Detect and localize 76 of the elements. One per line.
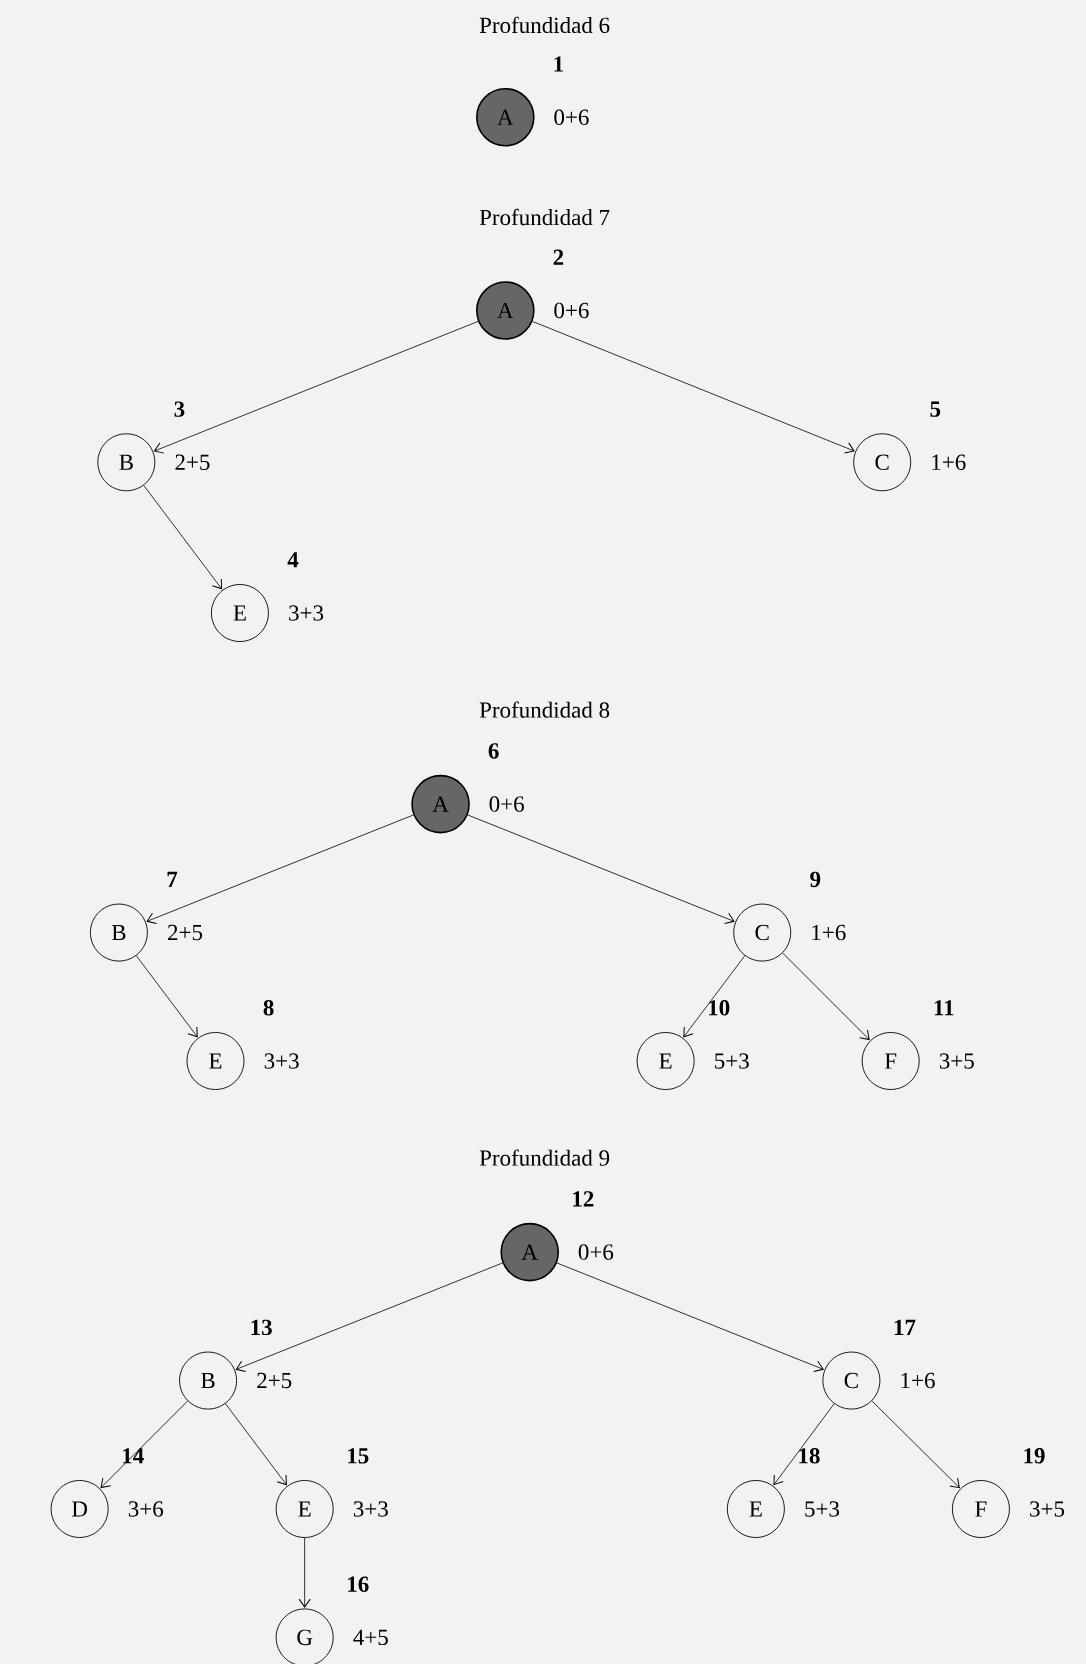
tree-node: A — [411, 774, 470, 834]
tree-node: E — [210, 584, 269, 642]
node-number: 6 — [488, 743, 499, 759]
arrow — [298, 1537, 311, 1608]
cost-label: 3+3 — [353, 1501, 388, 1517]
depth-heading: Profundidad 8 — [479, 701, 610, 718]
cost-label: 4+5 — [353, 1629, 388, 1646]
node-number: 8 — [263, 1000, 274, 1016]
tree-node: B — [179, 1351, 237, 1410]
arrow — [532, 321, 855, 454]
cost-label: 3+5 — [939, 1053, 974, 1069]
cost-label: 5+3 — [715, 1053, 749, 1069]
node-number: 1 — [554, 56, 563, 72]
cost-label: 2+5 — [175, 454, 210, 470]
node-number: 18 — [799, 1448, 820, 1464]
tree-node: D — [50, 1480, 109, 1538]
arrow — [235, 1262, 503, 1372]
tree-node: C — [853, 433, 912, 492]
arrow — [467, 814, 735, 924]
node-number: 19 — [1024, 1448, 1045, 1464]
cost-label: 5+3 — [805, 1501, 840, 1517]
tree-node: F — [951, 1480, 1010, 1538]
depth-heading: Profundidad 9 — [479, 1149, 610, 1166]
tree-node: C — [733, 903, 792, 962]
arrow — [135, 955, 198, 1038]
node-number: 15 — [348, 1448, 369, 1464]
cost-label: 3+3 — [264, 1053, 299, 1069]
cost-label: 1+6 — [932, 454, 966, 470]
tree-node: E — [275, 1480, 334, 1538]
arrow — [782, 952, 870, 1041]
cost-label: 1+6 — [901, 1372, 935, 1389]
tree-node: F — [861, 1032, 920, 1090]
cost-label: 1+6 — [812, 924, 846, 941]
node-number: 7 — [167, 871, 178, 887]
cost-label: 0+6 — [578, 1244, 614, 1260]
node-number: 5 — [930, 401, 941, 417]
node-number: 14 — [123, 1448, 144, 1464]
tree-node: E — [636, 1032, 695, 1090]
arrow — [146, 814, 414, 924]
tree-node: G — [275, 1608, 334, 1664]
cost-label: 0+6 — [554, 109, 589, 125]
node-number: 9 — [810, 871, 821, 888]
cost-label: 3+5 — [1030, 1501, 1065, 1517]
node-number: 3 — [174, 401, 185, 417]
node-number: 17 — [894, 1319, 916, 1335]
arrow — [556, 1262, 824, 1372]
tree-node: A — [476, 87, 535, 147]
node-number: 4 — [287, 552, 299, 568]
tree-node: E — [186, 1032, 245, 1090]
arrow — [773, 1403, 835, 1486]
tree-node: C — [822, 1351, 881, 1410]
arrow — [154, 320, 479, 454]
tree-node: A — [476, 281, 535, 340]
cost-label: 0+6 — [554, 302, 589, 319]
node-number: 11 — [934, 1000, 954, 1016]
node-number: 12 — [573, 1191, 594, 1207]
cost-label: 3+3 — [289, 605, 324, 621]
arrow — [225, 1403, 287, 1486]
node-number: 10 — [709, 1000, 730, 1016]
arrow — [683, 955, 746, 1038]
arrow — [100, 1400, 188, 1489]
tree-node: B — [97, 433, 156, 492]
tree-node: E — [726, 1480, 785, 1538]
cost-label: 0+6 — [489, 796, 524, 812]
depth-heading: Profundidad 6 — [479, 16, 610, 34]
tree-node: B — [89, 903, 148, 962]
node-number: 2 — [553, 249, 564, 265]
node-number: 13 — [251, 1319, 272, 1336]
node-number: 16 — [348, 1576, 369, 1592]
cost-label: 3+6 — [128, 1501, 164, 1517]
arrow — [871, 1400, 960, 1489]
tree-node: A — [500, 1222, 560, 1282]
depth-heading: Profundidad 7 — [479, 208, 610, 226]
cost-label: 2+5 — [168, 924, 203, 941]
arrow — [143, 485, 223, 590]
cost-label: 2+5 — [257, 1372, 292, 1389]
